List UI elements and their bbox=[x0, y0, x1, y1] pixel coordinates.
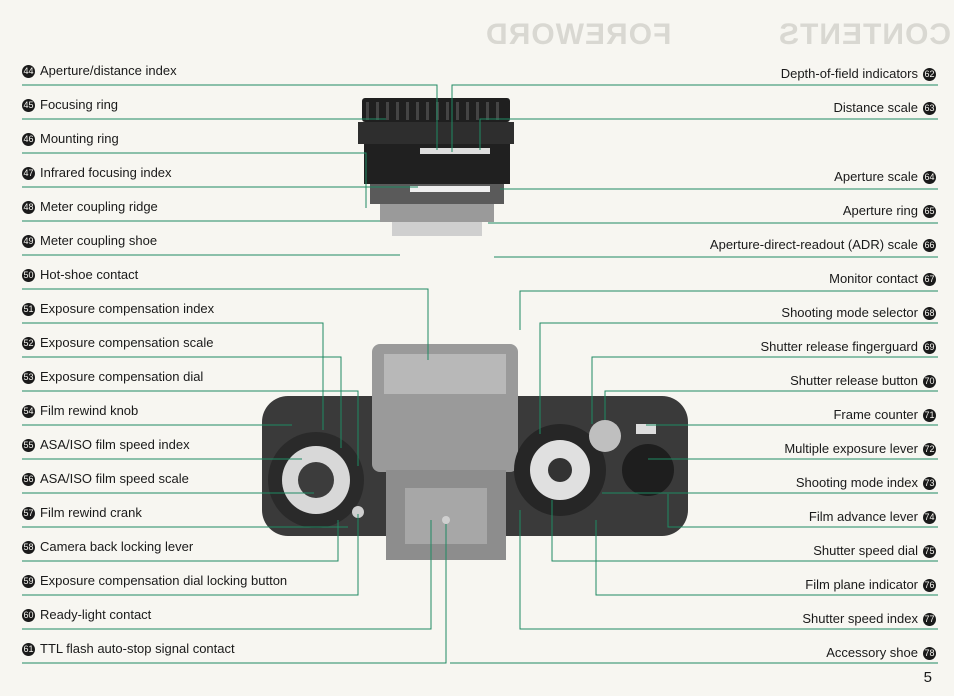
left-leader-lines bbox=[22, 84, 447, 664]
right-leader-lines bbox=[450, 84, 938, 664]
camera-body-illustration bbox=[262, 344, 688, 560]
page-number: 5 bbox=[923, 669, 932, 686]
